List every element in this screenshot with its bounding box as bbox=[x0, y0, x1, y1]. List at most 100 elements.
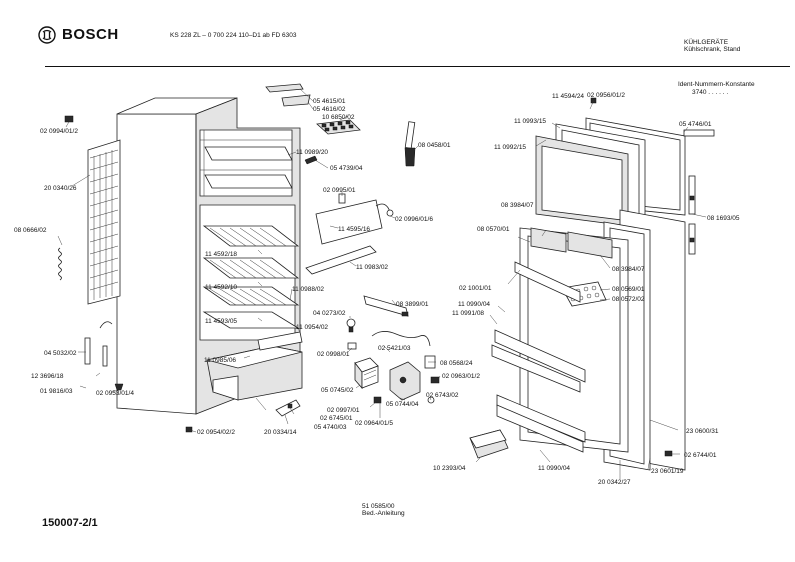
compressor-protector-icon bbox=[389, 361, 421, 401]
nameplate-icon bbox=[683, 129, 715, 137]
part-label: 02 0953/01/4 bbox=[96, 390, 134, 397]
part-label: 05 4740/03 bbox=[314, 424, 347, 431]
part-label: 11 4595/16 bbox=[338, 226, 370, 233]
part-label: 20 0334/14 bbox=[264, 429, 297, 436]
part-label: 02 0964/01/5 bbox=[355, 420, 393, 427]
foot-screw-icon bbox=[114, 383, 193, 433]
part-label: 11 0985/06 bbox=[204, 357, 236, 364]
capillary-spring-icon bbox=[58, 247, 62, 281]
part-label: 02 0954/02/2 bbox=[197, 429, 235, 436]
part-label: 02 5421/03 bbox=[378, 345, 411, 352]
thermostat-rod-icon bbox=[84, 321, 113, 367]
part-label: 02 0963/01/2 bbox=[442, 373, 480, 380]
ice-scraper-icon bbox=[404, 121, 416, 167]
lamp-cover-icon bbox=[315, 193, 394, 245]
part-label: 02 0994/01/2 bbox=[40, 128, 78, 135]
door-hinges-icon bbox=[688, 175, 696, 255]
header-divider bbox=[45, 66, 790, 67]
model-line: KS 228 ZL – 0 700 224 110–D1 ab FD 6303 bbox=[170, 32, 297, 39]
document-number: 150007-2/1 bbox=[42, 517, 98, 529]
lamp-bulb-icon bbox=[346, 318, 356, 333]
part-label: 11 4592/18 bbox=[205, 251, 237, 258]
part-label: 02 6745/01 bbox=[320, 415, 353, 422]
part-label: 08 0572/02 bbox=[612, 296, 645, 303]
leader-lines bbox=[57, 88, 707, 479]
part-label: 08 0568/24 bbox=[440, 360, 473, 367]
part-label: 23 0600/31 bbox=[686, 428, 719, 435]
ice-tray-icon bbox=[316, 119, 361, 135]
part-label: 05 4739/04 bbox=[330, 165, 363, 172]
part-label: 11 0991/08 bbox=[452, 310, 484, 317]
part-label: 02 0997/01 bbox=[327, 407, 360, 414]
part-label: 05 4615/01 bbox=[313, 98, 346, 105]
brand-name: BOSCH bbox=[62, 26, 119, 43]
wiring-harness-icon bbox=[347, 331, 431, 350]
part-label: 08 0569/01 bbox=[612, 286, 645, 293]
part-label: 02 1001/01 bbox=[459, 285, 492, 292]
part-label: 02 6743/02 bbox=[426, 392, 459, 399]
part-label: 08 0458/01 bbox=[418, 142, 451, 149]
part-label: 02 0996/01/6 bbox=[395, 216, 433, 223]
part-label: 08 1693/05 bbox=[707, 215, 740, 222]
manual-code: 51 0585/00 bbox=[362, 503, 395, 510]
part-label: 02 6744/01 bbox=[684, 452, 717, 459]
part-label: 02 0998/01 bbox=[317, 351, 350, 358]
part-label: 11 0954/02 bbox=[296, 324, 328, 331]
category-label: KÜHLGERÄTE bbox=[684, 39, 729, 46]
small-part-clip-icon bbox=[64, 115, 74, 123]
butter-box-icon bbox=[469, 429, 509, 459]
part-label: 11 0988/02 bbox=[292, 286, 324, 293]
part-label: 01 9816/03 bbox=[40, 388, 73, 395]
part-label: 05 0745/02 bbox=[321, 387, 354, 394]
ident-value: 3740 . . . . . . bbox=[692, 89, 729, 96]
part-label: 04 5032/02 bbox=[44, 350, 77, 357]
egg-tray-icon bbox=[561, 281, 607, 307]
freezer-door-inner bbox=[535, 135, 629, 227]
manual-label: Bed.-Anleitung bbox=[362, 510, 405, 517]
relay-box-icon bbox=[354, 357, 379, 390]
hinge-cover-icon bbox=[590, 97, 673, 457]
part-label: 10 6850/02 bbox=[322, 114, 355, 121]
light-switch-rail-icon bbox=[363, 295, 409, 317]
door-compartment-flaps bbox=[530, 227, 613, 259]
part-label: 11 4594/24 bbox=[552, 93, 584, 100]
part-label: 05 4746/01 bbox=[679, 121, 712, 128]
part-label: 02 0995/01 bbox=[323, 187, 356, 194]
part-label: 11 0990/04 bbox=[458, 301, 490, 308]
part-label: 11 4592/10 bbox=[205, 284, 237, 291]
part-label: 11 0992/15 bbox=[494, 144, 526, 151]
condenser-coil bbox=[87, 139, 121, 305]
part-label: 11 0993/15 bbox=[514, 118, 546, 125]
ident-title: Ident-Nummern-Konstante bbox=[678, 81, 755, 88]
top-trim-parts bbox=[265, 83, 311, 107]
part-label: 11 4593/05 bbox=[205, 318, 237, 325]
part-label: 20 0342/27 bbox=[598, 479, 631, 486]
part-label: 12 3696/18 bbox=[31, 373, 64, 380]
freezer-shelves bbox=[204, 146, 293, 189]
part-label: 05 4616/02 bbox=[313, 106, 346, 113]
part-label: 10 2393/04 bbox=[433, 465, 466, 472]
part-label: 04 0273/02 bbox=[313, 310, 346, 317]
drawer-bracket-icon bbox=[275, 396, 382, 417]
part-label: 11 0990/04 bbox=[538, 465, 570, 472]
part-label: 08 0570/01 bbox=[477, 226, 510, 233]
part-label: 23 0601/19 bbox=[651, 468, 684, 475]
part-number-labels: 05 4615/01 05 4616/02 10 6850/02 11 0989… bbox=[14, 92, 740, 486]
part-label: 20 0340/26 bbox=[44, 185, 77, 192]
drip-channel-icon bbox=[305, 245, 377, 275]
part-label: 08 3984/07 bbox=[612, 266, 645, 273]
crisper-drawer bbox=[206, 331, 303, 401]
subcategory-label: Kühlschrank, Stand bbox=[684, 46, 741, 53]
part-label: 11 0989/20 bbox=[296, 149, 328, 156]
part-label: 05 0744/04 bbox=[386, 401, 419, 408]
shelf-holder-icon bbox=[304, 155, 318, 165]
part-label: 08 3984/07 bbox=[501, 202, 534, 209]
part-label: 08 3899/01 bbox=[396, 301, 429, 308]
fridge-shelves bbox=[202, 225, 300, 329]
door-shelves bbox=[491, 261, 586, 453]
part-label: 02 0956/01/2 bbox=[587, 92, 625, 99]
part-label: 08 0666/02 bbox=[14, 227, 47, 234]
part-label: 11 0983/02 bbox=[356, 264, 388, 271]
bosch-logo-icon bbox=[38, 26, 56, 44]
